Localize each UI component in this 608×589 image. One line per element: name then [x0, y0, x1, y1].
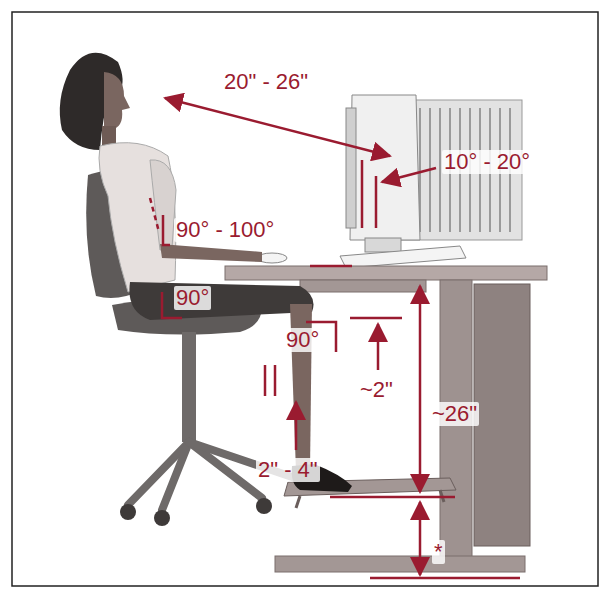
- keyboard-tray: [300, 280, 426, 292]
- monitor: [350, 95, 420, 240]
- forearm: [160, 244, 262, 262]
- chair-post: [182, 332, 196, 442]
- footrest-leg: [296, 496, 300, 508]
- height-arrow: [419, 286, 422, 492]
- angle-label: 90°: [284, 328, 321, 352]
- footrest-level-line: [330, 496, 455, 499]
- desk-base: [275, 556, 525, 572]
- frame: [12, 12, 598, 586]
- clearance-arrow: [377, 324, 380, 370]
- cpu-tower: [474, 284, 530, 546]
- dimension-label: ~2": [358, 378, 395, 402]
- chair-wheels: [120, 479, 305, 526]
- wheel: [154, 510, 170, 526]
- wheel: [120, 504, 136, 520]
- seat-gap-line: [274, 365, 277, 396]
- tilt-arrow: [382, 168, 436, 182]
- tilt-line: [361, 160, 364, 228]
- angle-label: 90° - 100°: [174, 218, 276, 242]
- angle-label: 90°: [174, 286, 211, 310]
- tilt-line: [375, 176, 378, 228]
- floor-line: [370, 577, 520, 580]
- distance-label: 20" - 26": [222, 70, 310, 94]
- vent: [439, 108, 441, 232]
- desk-top: [225, 266, 547, 280]
- keyboard: [340, 246, 466, 268]
- dimension-label: ~26": [430, 402, 479, 426]
- back-angle-line: [150, 198, 159, 232]
- monitor-screen: [346, 108, 356, 228]
- shirt: [99, 143, 176, 292]
- keyboard-level-line: [310, 265, 352, 268]
- footrest-height-arrow: [419, 502, 422, 575]
- face: [104, 72, 130, 130]
- monitor-stand: [365, 238, 401, 252]
- angle-label: 10° - 20°: [442, 150, 532, 174]
- dimension-label: 2" - 4": [256, 458, 320, 482]
- viewing-distance-arrow: [165, 98, 390, 156]
- sleeve: [150, 160, 176, 250]
- footnote-mark: *: [432, 540, 445, 564]
- skirt: [129, 282, 313, 320]
- seat-gap-line: [264, 365, 267, 396]
- angle-bracket: [163, 215, 170, 245]
- thigh-clearance-line: [350, 317, 402, 320]
- chair-leg: [162, 442, 189, 510]
- wheel: [256, 498, 272, 514]
- seat-gap-arrow: [295, 402, 298, 450]
